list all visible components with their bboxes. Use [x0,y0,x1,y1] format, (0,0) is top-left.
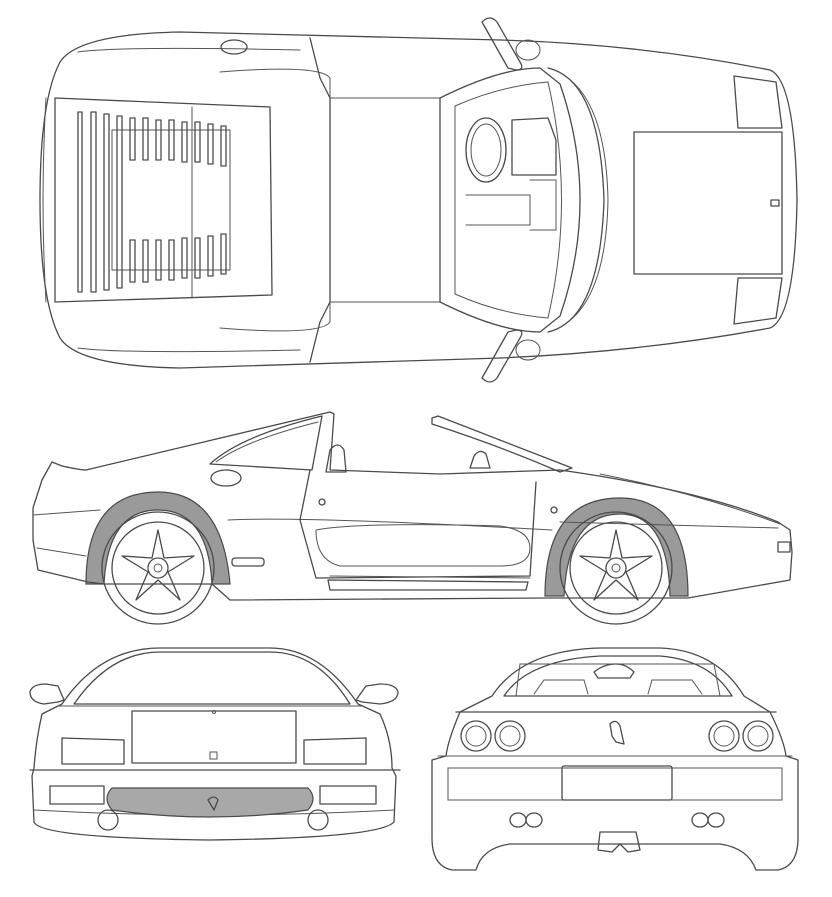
rear-license-plate [561,765,673,801]
front-fog-right [307,809,329,831]
top-view [39,17,798,383]
front-view [29,647,401,841]
side-seat-front [469,450,491,469]
side-front-wheel [559,511,673,625]
front-mirror-left [29,683,65,705]
side-door [299,469,537,579]
top-body-outline [39,31,798,369]
rear-view [431,647,799,871]
top-fuel-cap [220,39,248,55]
rear-badge-icon [609,720,625,745]
top-mirror-right [481,329,523,383]
top-hood [633,131,783,275]
side-view [32,411,793,625]
front-mirror-right [355,683,399,705]
top-engine-cover [54,97,273,303]
side-windshield [431,415,573,473]
top-steering-wheel [465,117,507,183]
top-cockpit [439,67,581,333]
side-quarter-window [209,415,323,471]
side-seat-rear [325,444,347,473]
rear-body-outline [431,647,799,871]
top-louvres [77,111,227,293]
side-rear-wheel [101,511,215,625]
rear-taillights [460,720,774,752]
top-windshield [547,67,605,333]
top-mirror-left [481,17,523,71]
front-headlight-right [303,737,367,765]
side-fuel-cap [210,469,242,487]
front-fog-left [97,809,119,831]
side-rear-arch [85,491,231,585]
rear-exhausts [509,812,725,828]
front-headlight-left [61,737,125,765]
front-body-outline [31,647,397,841]
